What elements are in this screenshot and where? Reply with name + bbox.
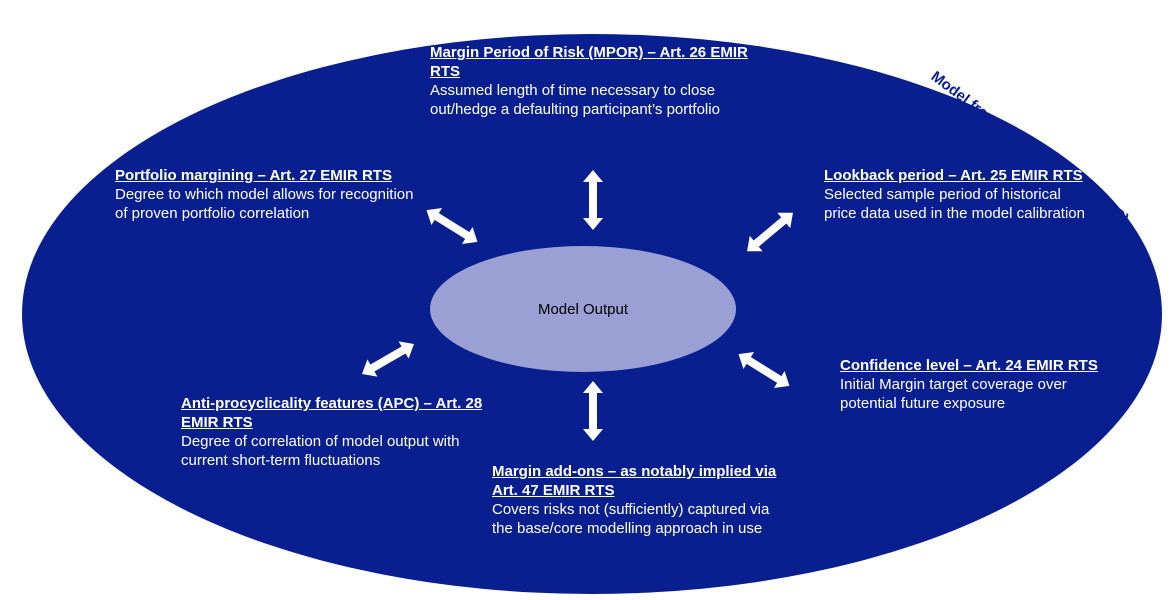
arrow-top xyxy=(583,170,603,230)
model-output-label: Model Output xyxy=(537,300,629,318)
confidence-level-title: Confidence level – Art. 24 EMIR RTS xyxy=(840,357,1098,374)
arrow-bottom-left xyxy=(357,335,419,383)
arrow-top-right xyxy=(740,205,800,259)
confidence-level-description: Initial Margin target coverage over pote… xyxy=(840,376,1067,412)
mpor-block: Margin Period of Risk (MPOR) – Art. 26 E… xyxy=(430,43,760,119)
mpor-title: Margin Period of Risk (MPOR) – Art. 26 E… xyxy=(430,44,748,80)
apc-block: Anti-procyclicality features (APC) – Art… xyxy=(181,394,486,470)
arrow-bottom xyxy=(583,381,603,441)
portfolio-margining-block: Portfolio margining – Art. 27 EMIR RTS D… xyxy=(115,166,420,223)
mpor-description: Assumed length of time necessary to clos… xyxy=(430,82,720,118)
lookback-period-title: Lookback period – Art. 25 EMIR RTS xyxy=(824,167,1083,184)
confidence-level-block: Confidence level – Art. 24 EMIR RTS Init… xyxy=(840,356,1102,413)
margin-addons-description: Covers risks not (sufficiently) captured… xyxy=(492,501,770,537)
portfolio-margining-title: Portfolio margining – Art. 27 EMIR RTS xyxy=(115,167,392,184)
margin-addons-block: Margin add-ons – as notably implied via … xyxy=(492,462,792,538)
apc-description: Degree of correlation of model output wi… xyxy=(181,433,460,469)
arrow-bottom-right xyxy=(733,345,795,395)
apc-title: Anti-procyclicality features (APC) – Art… xyxy=(181,395,483,431)
arrow-top-left xyxy=(421,201,483,251)
lookback-period-description: Selected sample period of historical pri… xyxy=(824,186,1085,222)
margin-addons-title: Margin add-ons – as notably implied via … xyxy=(492,463,777,499)
lookback-period-block: Lookback period – Art. 25 EMIR RTS Selec… xyxy=(824,166,1086,223)
portfolio-margining-description: Degree to which model allows for recogni… xyxy=(115,186,414,222)
model-output-ellipse: Model Output xyxy=(430,246,736,372)
